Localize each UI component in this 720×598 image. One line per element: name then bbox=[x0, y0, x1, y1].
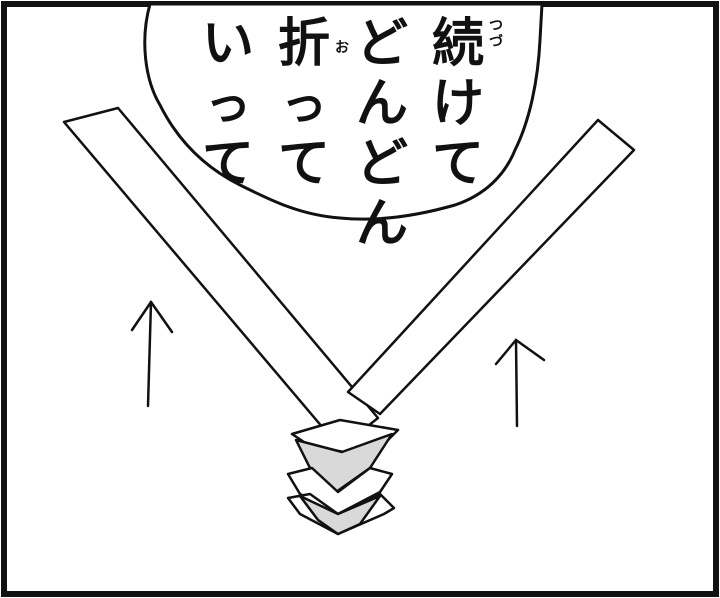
bubble-column-3: 折 っ て bbox=[272, 14, 336, 194]
bubble-column-1: 続 け て bbox=[426, 14, 490, 194]
bubble-char: ど bbox=[355, 134, 408, 194]
bubble-char: っ bbox=[205, 77, 251, 131]
bubble-column-4: い っ て bbox=[196, 14, 260, 194]
right-paper-strip bbox=[346, 118, 636, 416]
bubble-char: て bbox=[201, 134, 254, 194]
bubble-char: っ bbox=[281, 77, 327, 131]
ruby-char: お bbox=[335, 40, 349, 56]
bubble-char: ん bbox=[355, 74, 408, 134]
speech-bubble-outline bbox=[143, 2, 544, 221]
bubble-char: て bbox=[431, 134, 484, 194]
left-paper-strip bbox=[62, 106, 380, 450]
bubble-char: い bbox=[201, 14, 254, 74]
ruby-o: お bbox=[334, 40, 350, 56]
bubble-char: ん bbox=[355, 194, 408, 254]
ruby-char: づ bbox=[489, 34, 503, 50]
bubble-char: け bbox=[431, 74, 484, 134]
ruby-tsuzu: つ づ bbox=[488, 18, 504, 50]
up-arrow-icon bbox=[494, 338, 546, 428]
bubble-char: 折 bbox=[277, 14, 330, 74]
up-arrow-icon bbox=[130, 300, 174, 408]
ruby-char: つ bbox=[489, 18, 503, 34]
bubble-char: て bbox=[277, 134, 330, 194]
upper-fold-chevron bbox=[290, 418, 400, 494]
lower-fold-chevron bbox=[286, 492, 396, 536]
bubble-char: ど bbox=[355, 14, 408, 74]
bubble-column-2: ど ん ど ん bbox=[350, 14, 414, 254]
bubble-char: 続 bbox=[431, 14, 484, 74]
